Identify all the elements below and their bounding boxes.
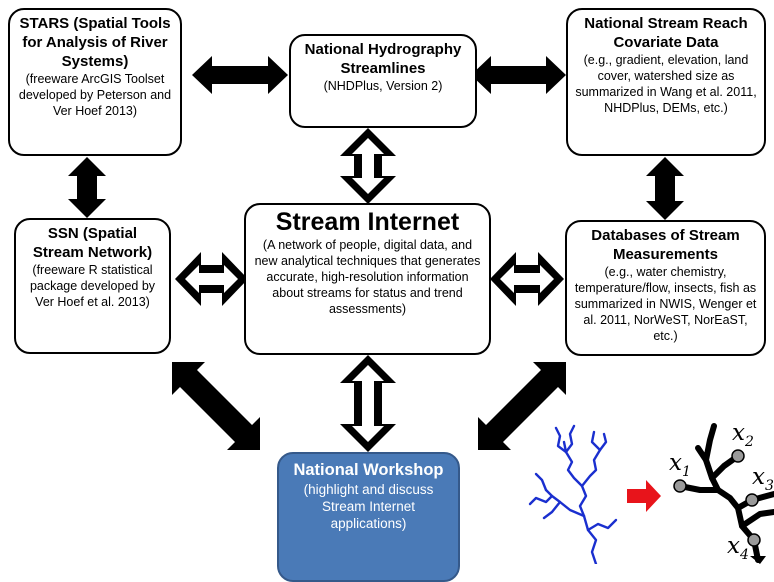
nhd-title: National Hydrography Streamlines (304, 41, 462, 77)
stream-internet-title: Stream Internet (275, 208, 460, 236)
arrow-nhd-nsrc (471, 56, 566, 94)
workshop-title: National Workshop (293, 461, 444, 479)
arrow-stars-ssn (68, 157, 106, 218)
stream-internet-box: Stream Internet (A network of people, di… (244, 203, 491, 355)
ssn-box: SSN (Spatial Stream Network) (freeware R… (14, 218, 171, 354)
databases-desc: (e.g., water chemistry, temperature/flow… (574, 265, 757, 343)
arrow-stars-nhd (192, 56, 288, 94)
blue-river-icon (528, 424, 618, 564)
arrow-ssn-workshop (172, 362, 260, 450)
databases-box: Databases of Stream Measurements (e.g., … (565, 220, 766, 356)
label-x2: x2 (732, 420, 754, 450)
label-x1: x1 (669, 450, 691, 480)
red-arrow-icon (627, 480, 661, 512)
covariate-data-box: National Stream Reach Covariate Data (e.… (566, 8, 766, 156)
stars-box: STARS (Spatial Tools for Analysis of Riv… (8, 8, 182, 156)
stars-desc: (freeware ArcGIS Toolset developed by Pe… (18, 72, 172, 118)
arrows-layer (68, 56, 684, 452)
databases-title: Databases of Stream Measurements (591, 227, 740, 263)
covariate-data-desc: (e.g., gradient, elevation, land cover, … (575, 53, 757, 115)
node-x2 (731, 449, 745, 463)
river-network-illustration: x1 x2 x3 x4 (528, 420, 774, 564)
arrow-db-workshop (478, 362, 566, 450)
arrow-nsrc-db (646, 157, 684, 220)
stream-internet-desc: (A network of people, digital data, and … (254, 238, 481, 316)
node-x4 (747, 533, 761, 547)
label-x3: x3 (752, 464, 774, 494)
national-workshop-box: National Workshop (highlight and discuss… (277, 452, 460, 582)
ssn-title: SSN (Spatial Stream Network) (32, 225, 153, 261)
nhd-box: National Hydrography Streamlines (NHDPlu… (289, 34, 477, 128)
outflow-arrowhead (750, 556, 766, 564)
label-x4: x4 (727, 533, 749, 563)
node-x1 (673, 479, 687, 493)
node-markers (673, 449, 761, 547)
stream-network-icon (677, 423, 774, 563)
stars-title: STARS (Spatial Tools for Analysis of Riv… (19, 15, 171, 70)
covariate-data-title: National Stream Reach Covariate Data (584, 15, 748, 51)
node-x3 (745, 493, 759, 507)
ssn-desc: (freeware R statistical package develope… (29, 263, 156, 309)
nhd-desc: (NHDPlus, Version 2) (323, 79, 443, 93)
workshop-desc: (highlight and discuss Stream Internet a… (303, 482, 434, 531)
